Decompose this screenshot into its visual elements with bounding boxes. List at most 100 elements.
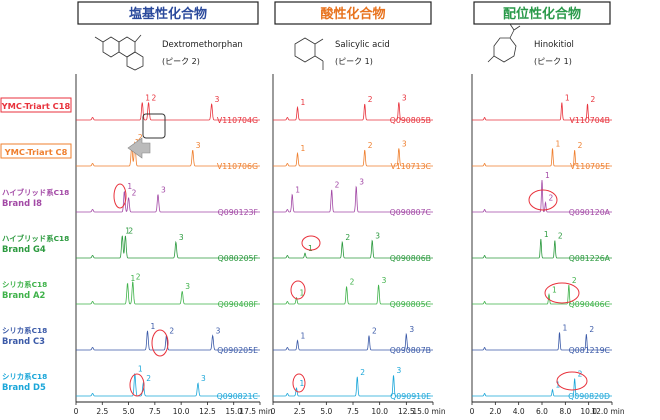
panel-title: 配位性化合物 bbox=[503, 6, 581, 22]
x-tick-label: 4.0 bbox=[513, 407, 525, 416]
x-tick-label: 7.5 bbox=[347, 407, 359, 416]
x-tick-label: 2.0 bbox=[489, 407, 501, 416]
sample-code: Q090406C bbox=[569, 300, 611, 309]
peak-label: 3 bbox=[382, 276, 387, 285]
peak-label: 2 bbox=[549, 193, 554, 202]
panel-title: 塩基性化合物 bbox=[129, 6, 207, 22]
trace-line bbox=[472, 238, 612, 259]
x-tick-label: 7.5 bbox=[149, 407, 161, 416]
zoom-inset-box bbox=[142, 113, 166, 139]
x-tick-label: 0 bbox=[271, 407, 276, 416]
trace-line bbox=[273, 239, 433, 259]
structure-icon bbox=[487, 23, 521, 63]
peak-label: 2 bbox=[146, 374, 151, 383]
row-label-text: シリカ系C18 bbox=[2, 280, 47, 289]
peak-label: 1 bbox=[131, 274, 136, 283]
trace-line bbox=[273, 148, 433, 167]
sample-code: Q090910E bbox=[390, 392, 431, 401]
peak-label: 2 bbox=[368, 141, 373, 150]
peak-label: 1 bbox=[563, 323, 568, 332]
trace-line bbox=[273, 375, 433, 397]
row-label-text: Brand C3 bbox=[2, 336, 45, 346]
peak-label: 2 bbox=[335, 181, 340, 190]
trace-line bbox=[472, 284, 612, 305]
highlight-annotations bbox=[113, 113, 588, 397]
x-tick-label: 12.5 bbox=[398, 407, 415, 416]
sample-code: Q090805C bbox=[390, 300, 432, 309]
peak-label: 1 bbox=[145, 93, 150, 102]
peak-label: 2 bbox=[128, 227, 133, 236]
trace-line bbox=[76, 235, 260, 259]
trace-line bbox=[472, 378, 612, 397]
peak-label: 1 bbox=[301, 144, 306, 153]
peak-label: 3 bbox=[397, 366, 402, 375]
sample-code: Q090821C bbox=[217, 392, 259, 401]
x-tick-label: 15.0 min bbox=[412, 407, 445, 416]
x-tick-label: 2.5 bbox=[294, 407, 306, 416]
sample-code: Q090807B bbox=[390, 346, 431, 355]
panel-title: 酸性化合物 bbox=[320, 6, 385, 22]
trace-line bbox=[472, 179, 612, 213]
structure-icon bbox=[94, 34, 144, 71]
sample-code: V110706G bbox=[217, 162, 258, 171]
sample-code: Q090806B bbox=[390, 254, 431, 263]
x-tick-label: 6.0 bbox=[536, 407, 548, 416]
compound-info-3: Hinokitiol(ピーク 1) bbox=[487, 23, 574, 66]
row-label-text: ハイブリッド系C18 bbox=[2, 234, 69, 243]
row-label-text: Brand A2 bbox=[2, 290, 46, 300]
peak-label: 1 bbox=[299, 289, 304, 298]
trace-line bbox=[472, 102, 612, 121]
highlight-ellipse bbox=[301, 235, 321, 251]
row-label-text: Brand I8 bbox=[2, 198, 42, 208]
peak-label: 3 bbox=[402, 93, 407, 102]
compound-name: Dextromethorphan bbox=[162, 40, 243, 50]
sample-code: V110704B bbox=[570, 116, 610, 125]
highlight-ellipse bbox=[292, 373, 306, 393]
peak-label: 2 bbox=[350, 277, 355, 286]
peak-label: 3 bbox=[409, 325, 414, 334]
sample-code: Q090123F bbox=[218, 208, 259, 217]
highlight-ellipse bbox=[544, 282, 580, 304]
peak-label: 2 bbox=[589, 325, 594, 334]
compound-info-2: Salicylic acid(ピーク 1) bbox=[294, 37, 390, 70]
peak-label: 1 bbox=[552, 285, 557, 294]
peak-label: 3 bbox=[216, 327, 221, 336]
compound-info-1: Dextromethorphan (ピーク 2) bbox=[94, 34, 243, 71]
trace-line bbox=[273, 102, 433, 121]
sample-code: Q090120A bbox=[569, 208, 611, 217]
trace-line bbox=[472, 148, 612, 167]
trace-line bbox=[273, 185, 433, 213]
highlight-ellipse bbox=[556, 371, 588, 391]
peak-label: 3 bbox=[201, 374, 206, 383]
peak-label: 2 bbox=[368, 95, 373, 104]
peak-label: 2 bbox=[558, 231, 563, 240]
peak-label: 3 bbox=[215, 95, 220, 104]
row-label-text: シリカ系C18 bbox=[2, 372, 47, 381]
peak-label: 3 bbox=[161, 185, 166, 194]
x-tick-label: 8.0 bbox=[559, 407, 571, 416]
peak-label: 2 bbox=[345, 233, 350, 242]
compound-peak-note: (ピーク 2) bbox=[162, 57, 200, 66]
peak-label: 1 bbox=[127, 182, 132, 191]
sample-code: V110704G bbox=[217, 116, 258, 125]
x-tick-label: 12.5 bbox=[199, 407, 216, 416]
row-label-text: Brand D5 bbox=[2, 382, 46, 392]
row-label-text: YMC-Triart C8 bbox=[4, 147, 68, 157]
highlight-ellipse bbox=[528, 189, 558, 211]
peak-label: 2 bbox=[152, 93, 157, 102]
